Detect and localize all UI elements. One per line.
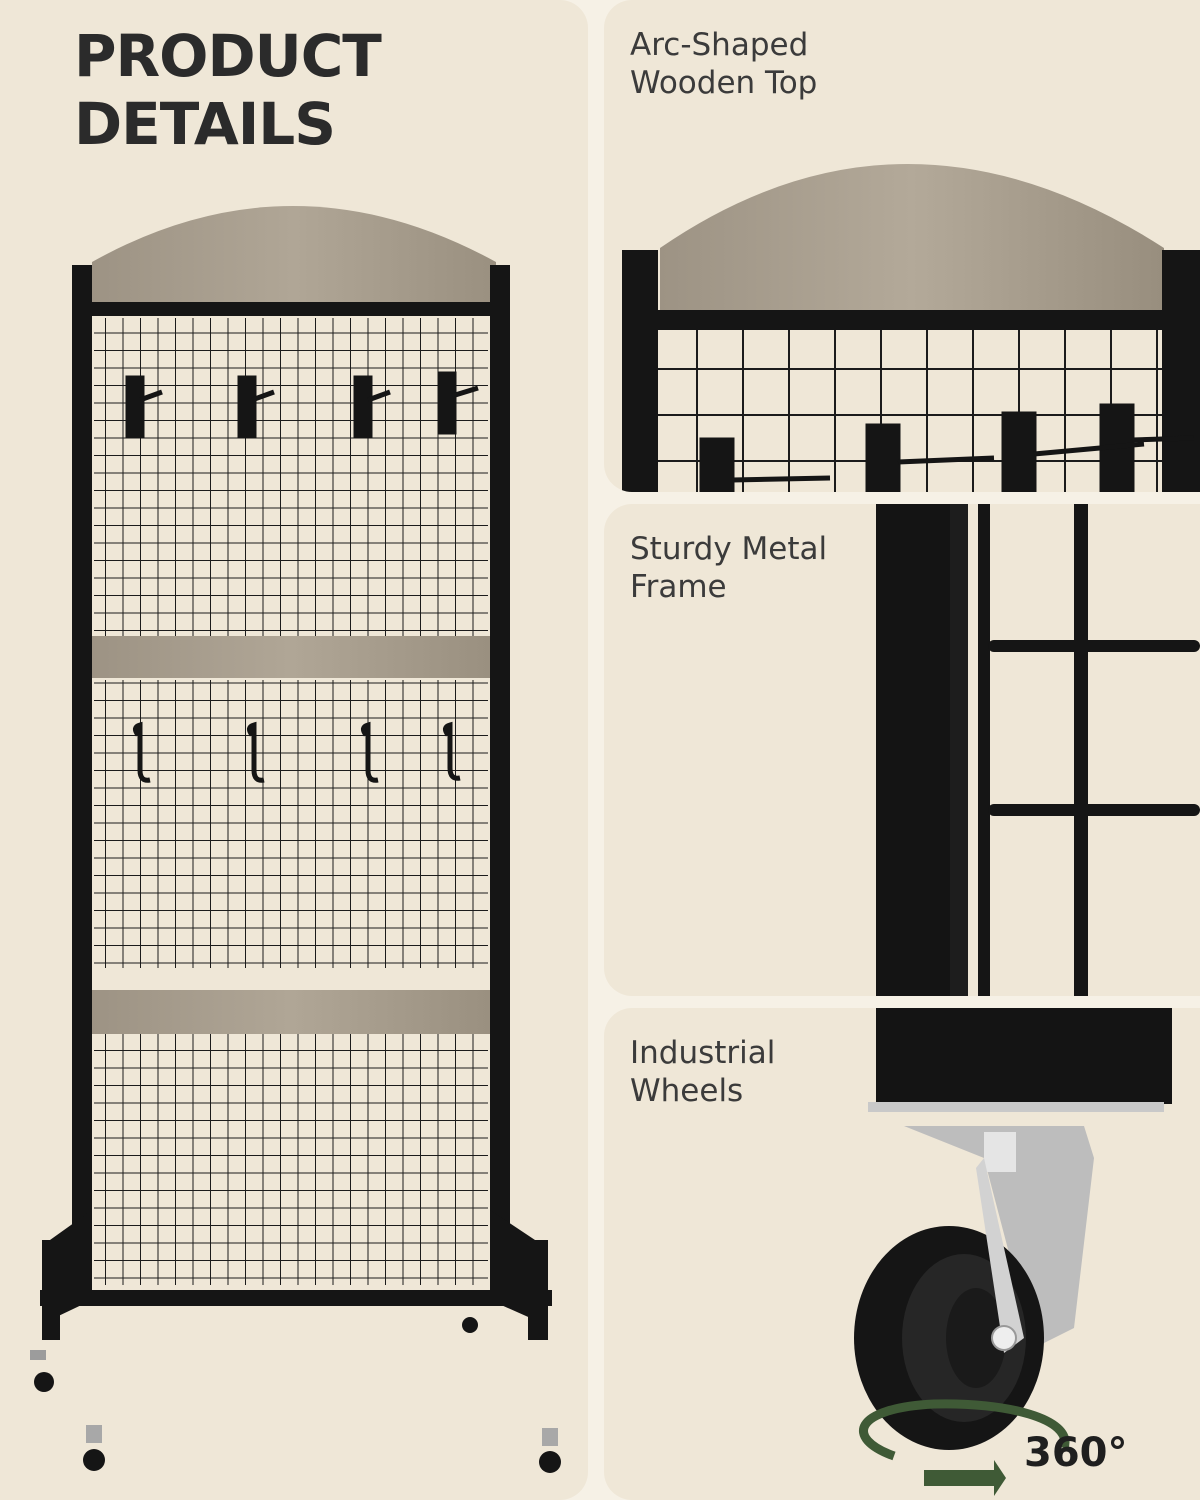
feature-panel-wheels: Industrial Wheels 360° xyxy=(604,1008,1200,1500)
page-title-line-1: PRODUCT xyxy=(74,22,382,90)
feature-label-wooden-top-line-2: Wooden Top xyxy=(630,65,818,101)
grid-panel-middle xyxy=(94,680,488,968)
arc-wooden-top xyxy=(92,206,496,305)
wood-strip-lower xyxy=(92,990,490,1034)
caster-mount-plate xyxy=(868,1102,1164,1112)
feature-label-metal-frame-line-2: Frame xyxy=(630,569,727,605)
feature-label-wheels-line-2: Wheels xyxy=(630,1073,744,1109)
page-title: PRODUCT DETAILS xyxy=(74,22,382,158)
feature-label-wooden-top-line-1: Arc-Shaped xyxy=(630,27,809,63)
hooks-row-top xyxy=(125,371,479,439)
feature-label-metal-frame: Sturdy Metal Frame xyxy=(630,530,890,606)
rotation-arrow-icon xyxy=(859,1399,1070,1461)
caster-bracket xyxy=(904,1126,1094,1348)
feature-panel-metal-frame: Sturdy Metal Frame xyxy=(604,504,1200,996)
rotation-label: 360° xyxy=(1024,1430,1128,1476)
wooden-top-closeup xyxy=(622,164,1200,492)
caster-wheels xyxy=(30,1317,561,1473)
metal-frame-closeup xyxy=(876,504,1200,996)
product-overview-panel: PRODUCT DETAILS xyxy=(0,0,588,1500)
feature-label-wooden-top: Arc-Shaped Wooden Top xyxy=(630,26,890,102)
feature-label-wheels-line-1: Industrial xyxy=(630,1035,776,1071)
page-title-line-2: DETAILS xyxy=(74,90,336,158)
base-legs xyxy=(40,1210,552,1340)
frame-left-post xyxy=(72,265,92,1295)
frame-post-closeup xyxy=(876,504,950,996)
grid-rack-illustration xyxy=(30,206,561,1473)
wood-strip-middle xyxy=(92,636,490,678)
frame-leg-closeup xyxy=(876,1008,1172,1104)
arc-top-closeup xyxy=(660,164,1164,315)
feature-label-wheels: Industrial Wheels xyxy=(630,1034,890,1110)
frame-top-bar xyxy=(72,302,510,316)
s-hooks-row xyxy=(132,721,461,783)
wheel-closeup xyxy=(854,1008,1172,1496)
frame-right-post xyxy=(490,265,510,1295)
grid-panel-top xyxy=(94,318,488,636)
feature-panel-wooden-top: Arc-Shaped Wooden Top xyxy=(604,0,1200,492)
feature-label-metal-frame-line-1: Sturdy Metal xyxy=(630,531,828,567)
grid-panel-bottom xyxy=(94,1010,488,1285)
